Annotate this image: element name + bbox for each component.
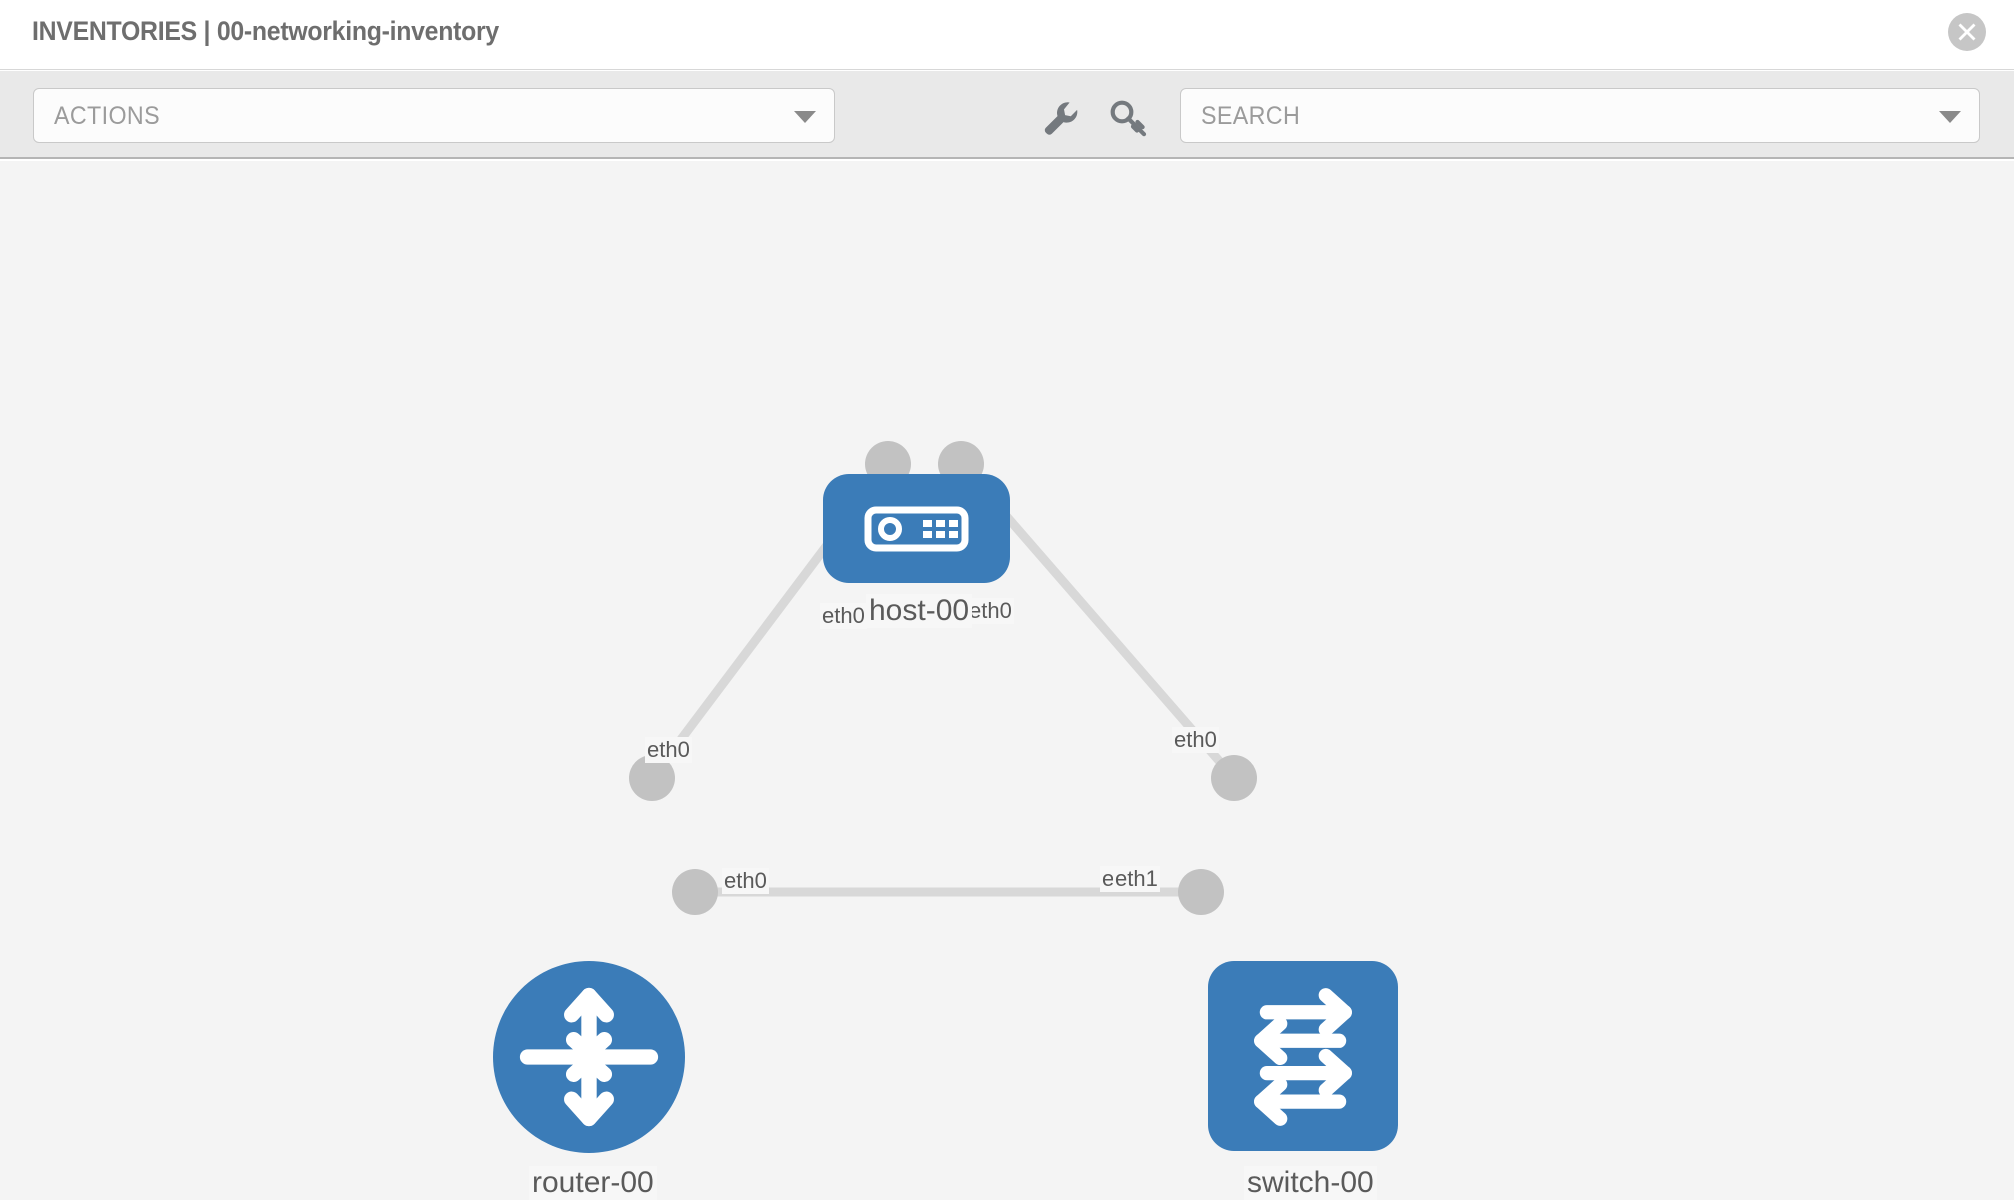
node-label-host-00: host-00: [866, 594, 973, 628]
search-chevron-down-icon[interactable]: [1939, 111, 1961, 123]
edge-label-host-switch-source: eth0: [967, 598, 1014, 624]
wrench-icon: [1044, 102, 1078, 135]
key-button[interactable]: [1104, 93, 1152, 141]
key-icon: [1110, 100, 1147, 137]
server-icon: [864, 506, 969, 552]
node-label-switch-00: switch-00: [1244, 1166, 1377, 1200]
port-switch-left[interactable]: [1178, 869, 1224, 915]
actions-dropdown[interactable]: ACTIONS: [33, 88, 835, 143]
node-label-router-00: router-00: [529, 1166, 657, 1200]
node-host-00[interactable]: [823, 474, 1010, 583]
router-arrows-icon: [519, 987, 659, 1127]
titlebar: INVENTORIES | 00-networking-inventory: [0, 0, 2014, 70]
page-title: INVENTORIES | 00-networking-inventory: [32, 16, 499, 46]
toolbar: ACTIONS SEARCH: [0, 71, 2014, 159]
close-button[interactable]: [1948, 13, 1986, 51]
close-icon: [1958, 23, 1976, 41]
topology-canvas[interactable]: eth0 eth0 eth0 eth0 eth0 eth0 eth1 host-…: [0, 161, 2014, 1200]
edge-label-switch-router-target: eth1: [1113, 866, 1160, 892]
port-router-right[interactable]: [672, 869, 718, 915]
edge-label-host-router-source: eth0: [820, 603, 867, 629]
switch-arrows-icon: [1254, 988, 1352, 1126]
port-switch-up[interactable]: [1211, 755, 1257, 801]
topology-links: [647, 459, 1239, 897]
chevron-down-icon: [794, 111, 816, 123]
edge-label-router-switch-source: eth0: [722, 868, 769, 894]
search-placeholder: SEARCH: [1201, 102, 1301, 130]
wrench-button[interactable]: [1036, 93, 1084, 141]
node-router-00[interactable]: [493, 961, 685, 1153]
edge-label-switch-host-target: eth0: [1172, 727, 1219, 753]
search-input[interactable]: SEARCH: [1180, 88, 1980, 143]
node-switch-00[interactable]: [1208, 961, 1398, 1151]
edge-label-router-host-target: eth0: [645, 737, 692, 763]
actions-dropdown-label: ACTIONS: [54, 102, 160, 130]
